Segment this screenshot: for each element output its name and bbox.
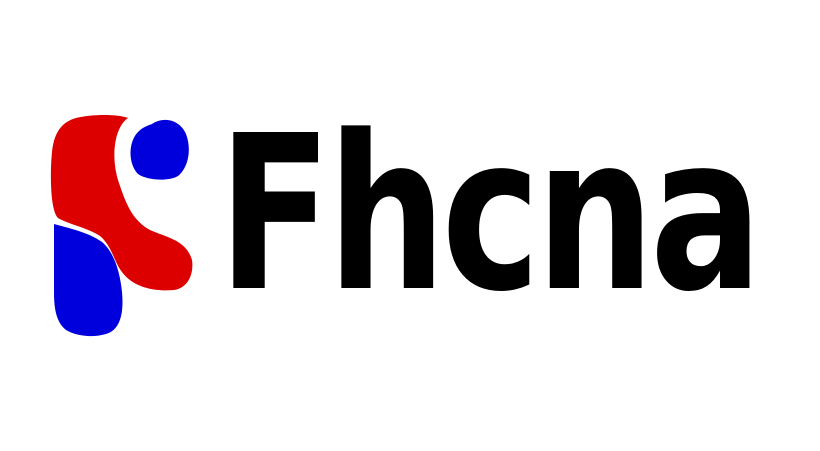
f-blob-logo-icon bbox=[50, 115, 193, 337]
logo-blue-top-shape bbox=[130, 119, 189, 180]
logo-red-shape bbox=[50, 115, 193, 291]
logo-blue-bottom-shape bbox=[54, 224, 123, 337]
brand-wordmark: Fhcna bbox=[218, 90, 763, 339]
